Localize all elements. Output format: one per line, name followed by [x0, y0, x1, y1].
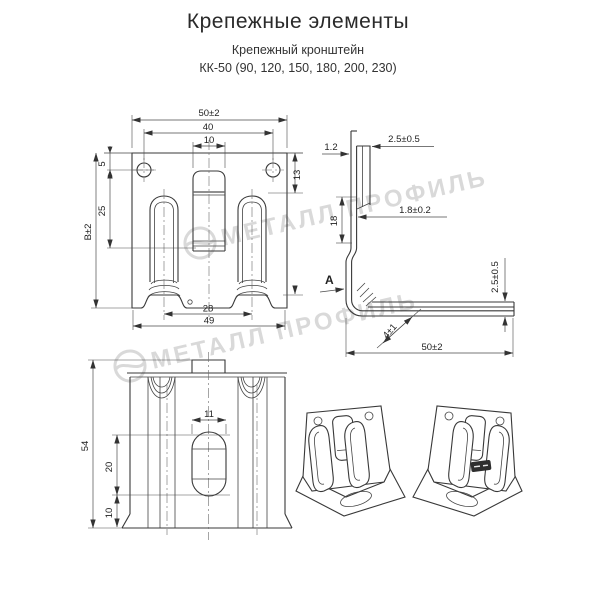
bracket-sticker: [470, 460, 492, 472]
section-label: A: [325, 273, 334, 287]
dim-hole-offset: 5: [97, 161, 108, 166]
dim-front-right: 13: [292, 170, 303, 181]
dim-slot-spacing: 28: [203, 304, 214, 315]
dim-hole-spacing: 40: [203, 122, 214, 133]
dim-sheet-thickness: 1.8±0.2: [399, 205, 431, 216]
drawing-header: Крепежные элементы Крепежный кронштейн К…: [0, 10, 596, 75]
watermark-band-1: МЕТАЛЛ ПРОФИЛЬ: [183, 164, 491, 260]
dim-bend: 4±1: [381, 322, 400, 341]
side-view: 1.2 2.5±0.5 18 1.8±0.2 A 4±1 2.5±0.5: [319, 130, 515, 357]
bend-hatch: [356, 282, 377, 307]
dim-back-height: 54: [80, 441, 91, 452]
page-subtitle: Крепежный кронштейн: [231, 43, 365, 57]
dim-channel-depth: 25: [97, 206, 108, 217]
isometric-bracket-right: [412, 405, 523, 517]
dim-length: 50±2: [421, 342, 442, 353]
watermark-logo-icon: [183, 226, 217, 260]
front-view: 50±2 40 10 5 25 B±2 13: [83, 108, 303, 330]
product-model: КК-50 (90, 120, 150, 180, 200, 230): [199, 61, 397, 75]
dim-channel-width: 10: [204, 135, 215, 146]
dim-top-thickness: 2.5±0.5: [388, 134, 420, 145]
watermark-band-2: МЕТАЛЛ ПРОФИЛЬ: [113, 287, 420, 383]
dim-front-width: 50±2: [198, 108, 219, 119]
watermark-text: МЕТАЛЛ ПРОФИЛЬ: [219, 164, 491, 252]
dim-bottom-offset: 10: [104, 508, 115, 519]
dim-oval-length: 20: [104, 462, 115, 473]
dim-front-height: B±2: [83, 224, 94, 241]
dim-hook-length: 18: [329, 216, 340, 227]
back-view: 54 11 20 10: [80, 352, 293, 540]
dim-top-offset: 1.2: [324, 142, 337, 153]
dim-leg-thickness: 2.5±0.5: [490, 261, 501, 293]
dim-oval-width: 11: [204, 409, 214, 420]
watermark-logo-icon: [113, 349, 147, 383]
isometric-bracket-left: [295, 405, 406, 517]
dim-bottom-width: 49: [204, 316, 215, 327]
page-title: Крепежные элементы: [186, 10, 410, 33]
